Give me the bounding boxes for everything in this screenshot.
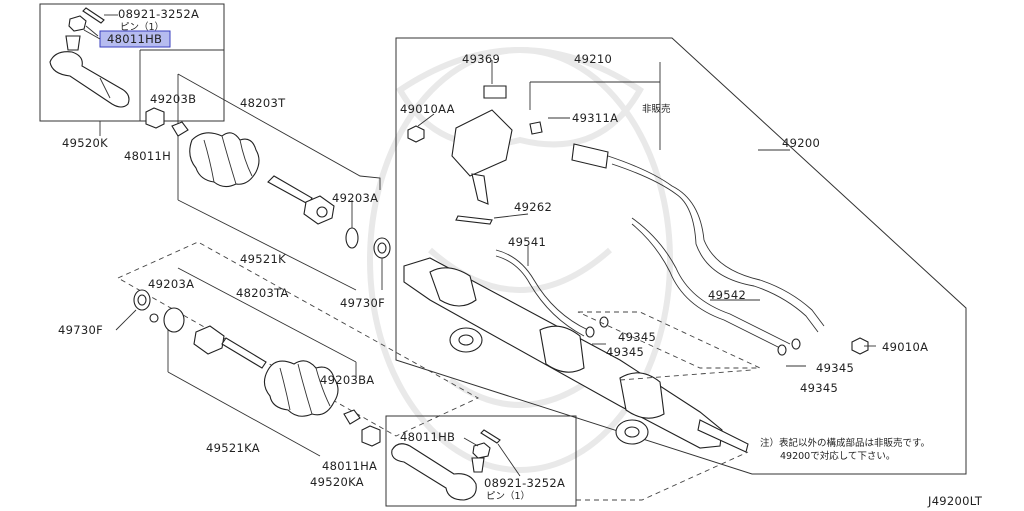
inner-tie-rod-49521K[interactable] (267, 175, 313, 205)
label-48203T[interactable]: 48203T (240, 96, 286, 110)
inner-tie-rod-49521KA[interactable] (193, 325, 225, 355)
label-49203A-left[interactable]: 49203A (148, 277, 194, 291)
diagram-id: J49200LT (927, 494, 983, 508)
label-49311A[interactable]: 49311A (572, 111, 618, 125)
label-48011HA[interactable]: 48011HA (322, 459, 377, 473)
outer-tie-rod-end-top[interactable] (49, 51, 130, 108)
label-49010AA[interactable]: 49010AA (400, 102, 455, 116)
nut-48011HA[interactable] (361, 425, 381, 447)
castle-nut-top[interactable] (68, 15, 87, 32)
label-49203A-right[interactable]: 49203A (332, 191, 378, 205)
inset-outer-tie-rod-bottom (385, 415, 749, 507)
label-49369[interactable]: 49369 (462, 52, 500, 66)
note-line-2: 49200で対応して下さい。 (780, 450, 895, 462)
label-49521K[interactable]: 49521K (240, 252, 286, 266)
clamp-49203B[interactable] (171, 121, 189, 137)
bolt-49010AA[interactable] (407, 125, 425, 143)
label-49520K[interactable]: 49520K (62, 136, 108, 150)
upper-boot-group (145, 73, 391, 291)
label-49730F-right[interactable]: 49730F (340, 296, 385, 310)
seal-49369[interactable] (483, 85, 507, 99)
label-49345-b[interactable]: 49345 (606, 345, 644, 359)
label-49203BA[interactable]: 49203BA (320, 373, 374, 387)
outer-tie-rod-end-bottom[interactable] (391, 443, 477, 501)
label-not-for-sale: 非販売 (642, 103, 671, 115)
main-assembly (395, 37, 967, 475)
label-49203B[interactable]: 49203B (150, 92, 196, 106)
clamp-49203A-left[interactable] (163, 307, 185, 333)
bolt-49010A[interactable] (851, 337, 869, 355)
label-pin-top: ピン（1） (120, 21, 164, 33)
pinion-housing-49210[interactable] (451, 109, 513, 177)
note-line-1: 注）表記以外の構成部品は非販売です。 (760, 437, 930, 449)
label-49345-d[interactable]: 49345 (800, 381, 838, 395)
label-49345-a[interactable]: 49345 (618, 330, 656, 344)
label-48011HB-top[interactable]: 48011HB (107, 32, 162, 46)
label-49210[interactable]: 49210 (574, 52, 612, 66)
label-48203TA[interactable]: 48203TA (236, 286, 289, 300)
label-49541[interactable]: 49541 (508, 235, 546, 249)
inset-outer-tie-rod-top (39, 3, 225, 122)
o-ring-49262[interactable] (455, 215, 493, 225)
boot-48203TA[interactable] (263, 360, 339, 417)
label-49520KA[interactable]: 49520KA (310, 475, 364, 489)
label-48011HB-bottom[interactable]: 48011HB (400, 430, 455, 444)
bolt-49311A[interactable] (529, 121, 543, 135)
pipe-49541[interactable] (495, 249, 589, 331)
label-49200[interactable]: 49200 (782, 136, 820, 150)
castle-nut-bottom[interactable] (472, 442, 491, 459)
label-08921-3252A-bottom[interactable]: 08921-3252A (484, 476, 565, 490)
label-48011H[interactable]: 48011H (124, 149, 171, 163)
label-08921-3252A-top[interactable]: 08921-3252A (118, 7, 199, 21)
label-49542[interactable]: 49542 (708, 288, 746, 302)
cotter-pin-bottom[interactable] (480, 429, 501, 444)
cotter-pin-top[interactable] (82, 7, 105, 24)
clamp-49203BA[interactable] (343, 409, 361, 425)
pipe-49542[interactable] (631, 217, 791, 345)
label-49345-c[interactable]: 49345 (816, 361, 854, 375)
boot-48203T[interactable] (189, 132, 260, 188)
nut-48011H[interactable] (145, 107, 165, 129)
label-49521KA[interactable]: 49521KA (206, 441, 260, 455)
label-49730F-left[interactable]: 49730F (58, 323, 103, 337)
clamp-49203A-right[interactable] (345, 227, 359, 249)
label-49262[interactable]: 49262 (514, 200, 552, 214)
lower-boot-group (117, 241, 479, 457)
label-pin-bottom: ピン（1） (486, 490, 530, 502)
label-49010A[interactable]: 49010A (882, 340, 928, 354)
